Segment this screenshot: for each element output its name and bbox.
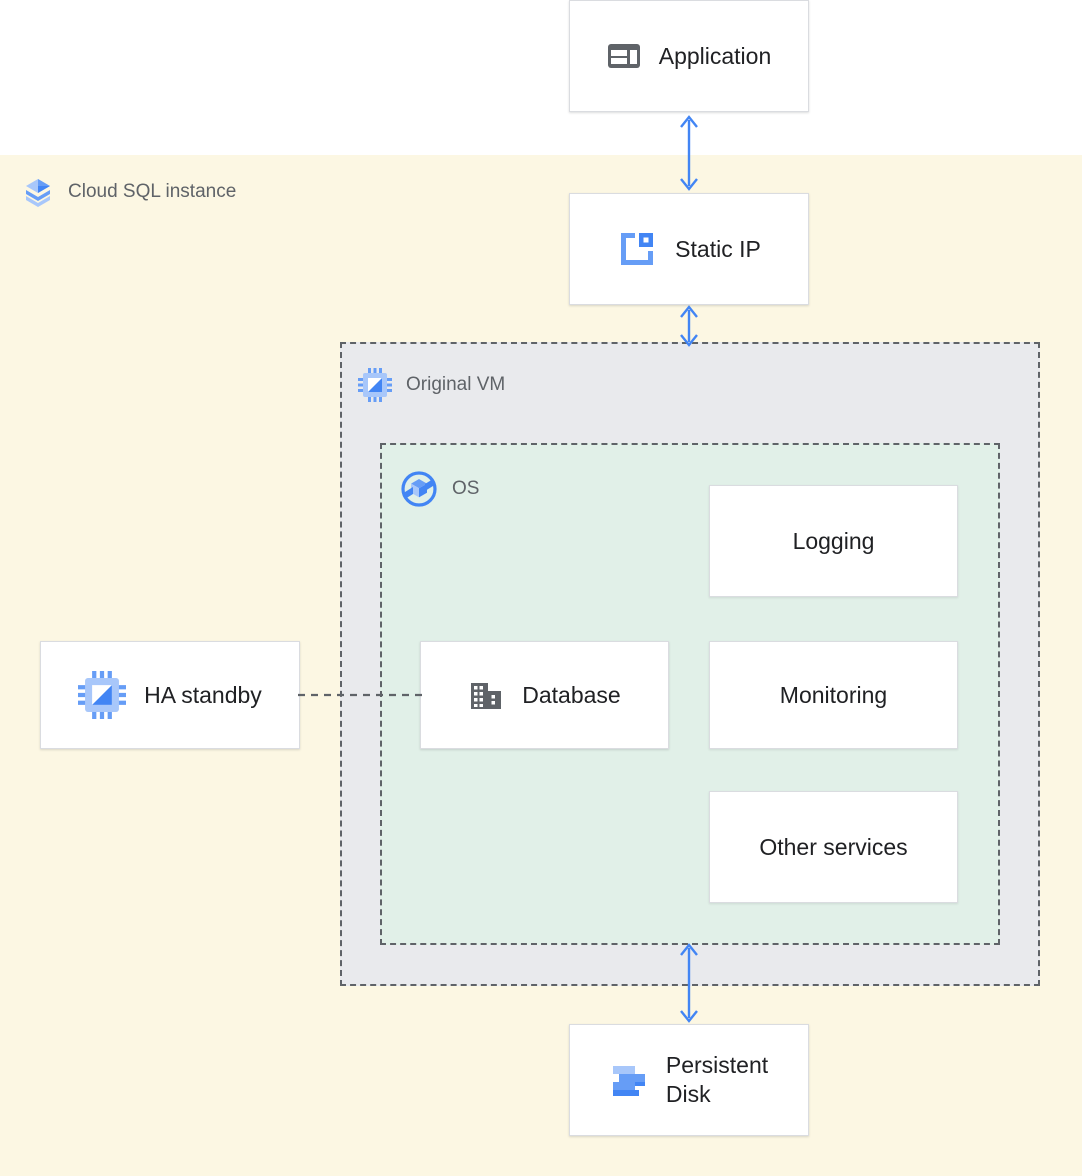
- connector-ha-standby-to-database: [298, 693, 424, 697]
- connector-static-ip-to-original-vm: [680, 305, 698, 347]
- persistent-disk-icon: [610, 1061, 648, 1099]
- node-persistent-disk-label: Persistent Disk: [665, 1052, 769, 1107]
- database-building-icon: [468, 677, 504, 713]
- node-static-ip-label: Static IP: [675, 235, 761, 262]
- node-logging[interactable]: Logging: [709, 485, 958, 597]
- node-persistent-disk[interactable]: Persistent Disk: [569, 1024, 809, 1136]
- cloud-sql-instance-label-group: Cloud SQL instance: [22, 176, 236, 208]
- node-database-label: Database: [522, 681, 621, 708]
- cloud-sql-instance-label: Cloud SQL instance: [68, 181, 237, 202]
- node-monitoring-label: Monitoring: [779, 681, 888, 708]
- node-logging-label: Logging: [792, 527, 875, 554]
- node-other-services-label: Other services: [759, 833, 908, 860]
- node-application-label: Application: [658, 42, 772, 69]
- node-application[interactable]: Application: [569, 0, 809, 112]
- os-label-group: OS: [400, 470, 479, 508]
- node-database[interactable]: Database: [420, 641, 669, 749]
- os-container-icon: [400, 470, 438, 508]
- os-label: OS: [452, 478, 480, 499]
- original-vm-label: Original VM: [406, 374, 506, 395]
- node-static-ip[interactable]: Static IP: [569, 193, 809, 305]
- node-other-services[interactable]: Other services: [709, 791, 958, 903]
- static-ip-icon: [617, 229, 657, 269]
- node-monitoring[interactable]: Monitoring: [709, 641, 958, 749]
- connector-os-to-persistent-disk: [680, 943, 698, 1023]
- original-vm-label-group: Original VM: [358, 368, 505, 402]
- application-layout-icon: [607, 39, 641, 73]
- cpu-chip-icon: [358, 368, 392, 402]
- connector-application-to-static-ip: [680, 115, 698, 191]
- node-ha-standby[interactable]: HA standby: [40, 641, 300, 749]
- cloud-sql-icon: [22, 176, 54, 208]
- cpu-chip-icon: [78, 671, 127, 719]
- node-ha-standby-label: HA standby: [144, 681, 262, 708]
